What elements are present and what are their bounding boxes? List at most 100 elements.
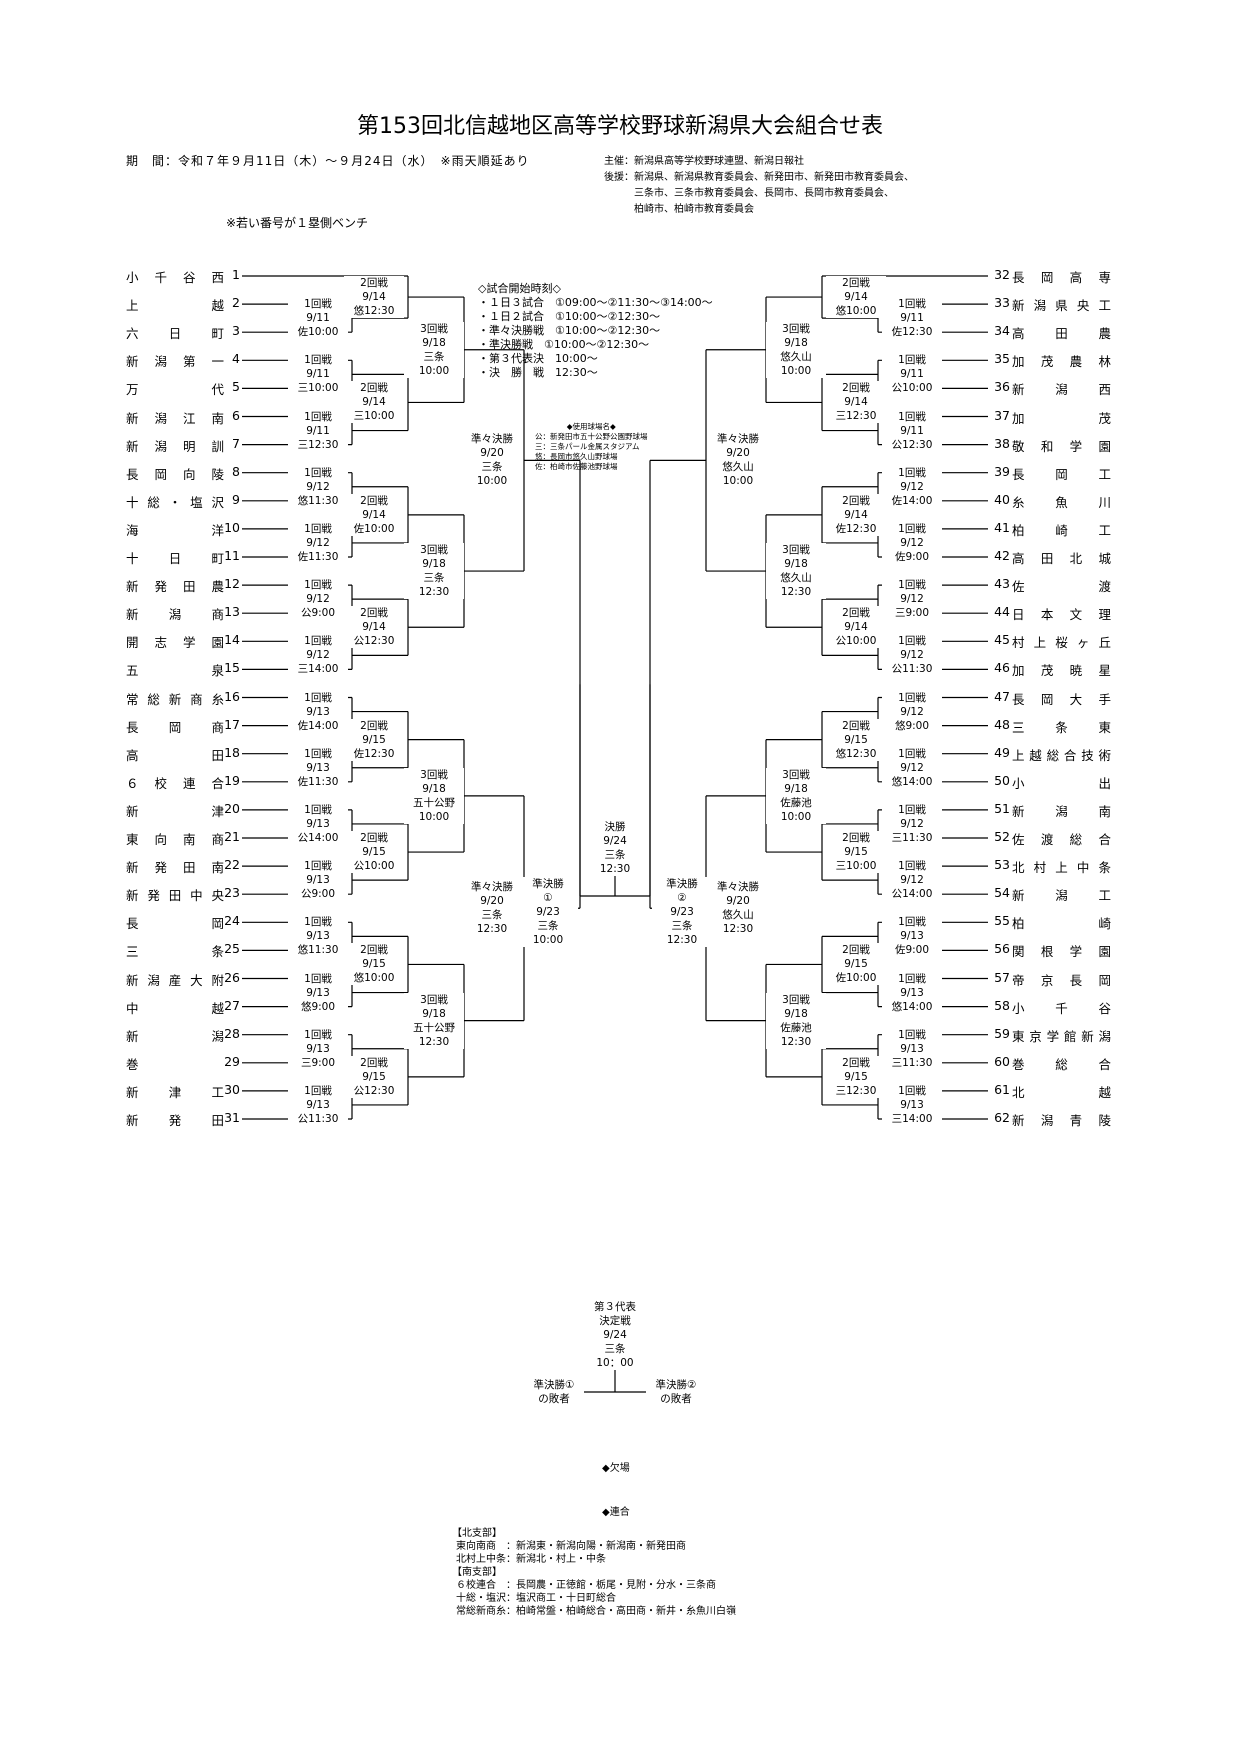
match-label-line: 佐藤池	[780, 1021, 812, 1034]
match-label-line: 三条	[423, 572, 445, 585]
team-name: 新潟青陵	[1012, 1113, 1111, 1128]
team-number: 34	[994, 323, 1010, 339]
team-name: 新発田農	[126, 579, 224, 595]
team-number: 61	[994, 1081, 1010, 1097]
match-label-line: 三条	[423, 350, 445, 363]
match-label-line: 12:30	[599, 863, 631, 875]
legend-line: 十総・塩沢：塩沢商工・十日町総合	[456, 1593, 616, 1604]
team-name: 糸魚川	[1012, 494, 1111, 510]
match-label-line: 佐14:00	[297, 719, 339, 732]
team-name: 新潟県央工	[1012, 298, 1111, 314]
absent-note: ◆欠場	[602, 1463, 630, 1474]
team-name: 北越	[1012, 1084, 1111, 1100]
match-label-line: 悠久山	[780, 350, 812, 363]
match-label-line: 三11:30	[891, 831, 933, 844]
match-label-line: 公12:30	[891, 438, 933, 451]
team-name: 東京学館新潟	[1012, 1028, 1111, 1044]
team-number: 1	[232, 267, 240, 282]
match-label-line: 3回戦	[782, 993, 810, 1006]
team-number: 62	[994, 1110, 1010, 1125]
match-label-line: 悠10:00	[353, 972, 395, 985]
page-title: 第153回北信越地区高等学校野球新潟県大会組合せ表	[357, 114, 883, 139]
team-name: 三条東	[1012, 719, 1111, 735]
team-name: 新潟産大附	[126, 972, 224, 988]
team-number: 59	[994, 1025, 1010, 1041]
team-number: 10	[224, 519, 240, 535]
match-label-line: 3回戦	[782, 768, 810, 781]
match-label-line: 1回戦	[898, 466, 926, 479]
team-number: 9	[232, 491, 240, 507]
organizer-line: 後援：新潟県、新潟県教育委員会、新発田市、新発田市教育委員会、	[604, 172, 914, 183]
match-label-line: 1回戦	[304, 298, 332, 311]
match-label-line: 三条	[671, 920, 693, 932]
match-label-line: 9/13	[900, 930, 924, 943]
legend-line: 【北支部】	[452, 1528, 502, 1539]
match-label-line: 公14:00	[297, 831, 339, 844]
team-name: 長岡高専	[1012, 270, 1111, 285]
match-label-line: 9/15	[844, 733, 868, 746]
team-name: 長岡工	[1012, 466, 1111, 482]
match-label-line: 9/13	[306, 817, 330, 830]
team-number: 47	[994, 688, 1010, 704]
match-label-line: 佐12:30	[891, 326, 933, 339]
match-label-line: 2回戦	[360, 494, 388, 507]
match-label-line: 公14:00	[891, 888, 933, 901]
match-label-line: 佐12:30	[835, 522, 877, 535]
team-name: 新潟工	[1012, 888, 1111, 904]
match-label-line: 12:30	[476, 923, 508, 936]
venue-line: 悠：長岡市悠久山野球場	[535, 452, 618, 461]
team-number: 22	[224, 857, 240, 873]
match-label-line: 10:00	[418, 364, 450, 377]
match-label-line: 1回戦	[898, 803, 926, 816]
match-label-line: 2回戦	[360, 944, 388, 957]
match-label-line: 1回戦	[898, 1084, 926, 1097]
match-label-line: ①	[543, 892, 553, 904]
match-label-line: 2回戦	[360, 1056, 388, 1069]
team-name: 上越	[126, 298, 224, 314]
team-number: 12	[224, 576, 240, 592]
match-label-line: 1回戦	[898, 298, 926, 311]
match-label-line: 1回戦	[898, 747, 926, 760]
match-label-line: 悠久山	[722, 909, 754, 922]
team-name: 開志学園	[126, 635, 224, 651]
team-name: 新発田	[126, 1113, 224, 1128]
team-name: 万代	[126, 382, 224, 398]
match-label-line: 佐9:00	[894, 944, 930, 957]
team-name: 佐渡総合	[1012, 832, 1111, 847]
match-label-line: 9/13	[900, 986, 924, 999]
team-number: 49	[994, 744, 1010, 760]
match-label-line: 3回戦	[420, 322, 448, 335]
match-label-line: 準決勝①	[533, 1379, 575, 1391]
team-number: 30	[224, 1081, 240, 1097]
match-label-line: 決定戦	[599, 1315, 631, 1327]
team-name: 巻	[126, 1056, 139, 1072]
match-label-line: 9/15	[844, 846, 868, 859]
start-time-line: ・第３代表決 10:00～	[478, 352, 598, 365]
team-name: 新潟西	[1012, 382, 1111, 398]
match-label-line: 1回戦	[898, 635, 926, 648]
team-number: 32	[994, 267, 1010, 282]
team-name: 敬和学園	[1012, 438, 1111, 454]
team-name: 加茂暁星	[1012, 663, 1111, 679]
match-label-line: 準々決勝	[717, 881, 759, 894]
team-number: 13	[224, 604, 240, 620]
match-label-line: 9/12	[306, 593, 330, 606]
match-label-line: 佐14:00	[891, 494, 933, 507]
match-label-line: 悠14:00	[891, 775, 933, 788]
team-name: 五泉	[126, 663, 224, 679]
match-label-line: 公10:00	[353, 860, 395, 873]
match-label-line: 決勝	[604, 821, 626, 833]
match-label-line: 9/11	[306, 312, 330, 325]
team-number: 50	[994, 772, 1010, 788]
team-number: 46	[994, 660, 1010, 676]
start-time-line: ・準々決勝戦 ①10:00～②12:30～	[478, 324, 661, 337]
match-label-line: 1回戦	[898, 354, 926, 367]
